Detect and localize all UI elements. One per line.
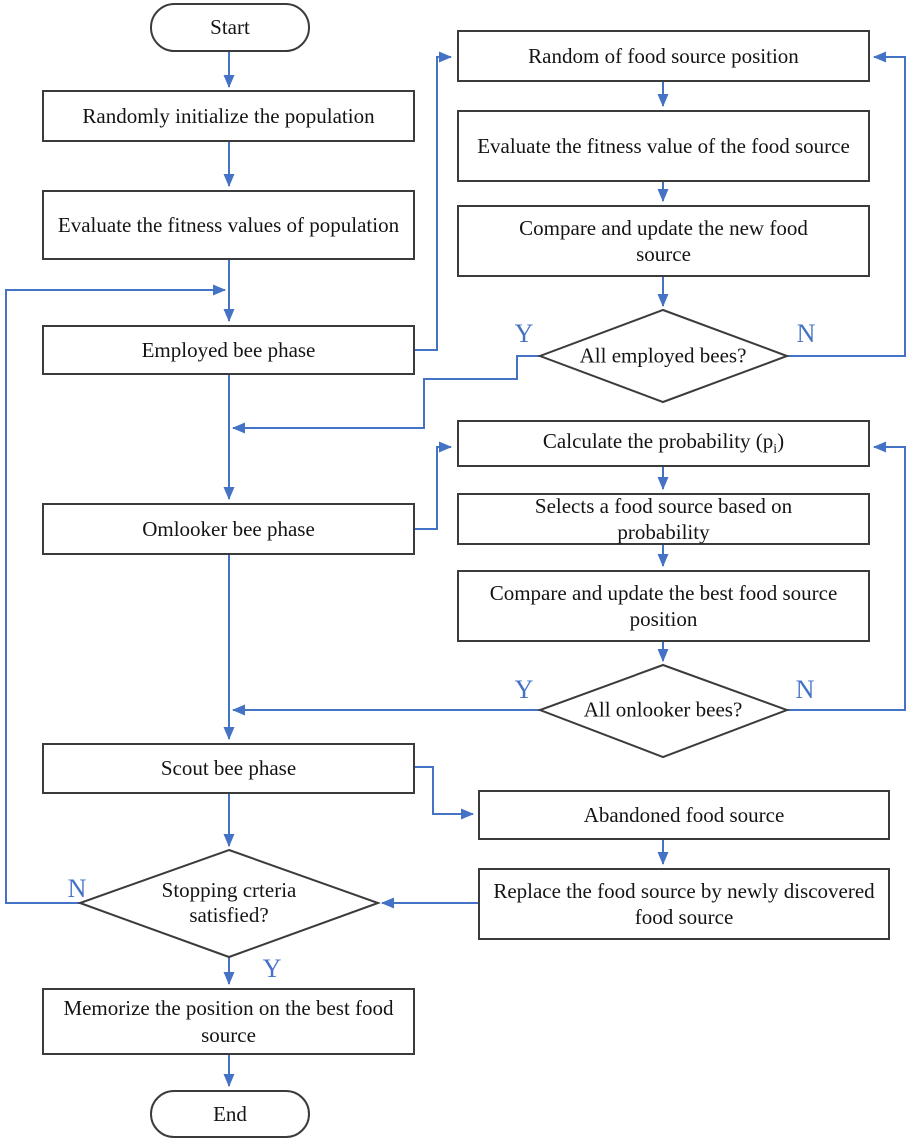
branch-label-employed-no: N <box>796 319 816 348</box>
process-compare-update-new-food-label: Compare and update the new food source <box>519 215 808 266</box>
process-evaluate-population-fitness: Evaluate the fitness values of populatio… <box>42 190 415 260</box>
process-evaluate-food-fitness-label: Evaluate the fitness value of the food s… <box>477 133 850 158</box>
branch-label-onlooker-no: N <box>795 675 815 704</box>
decision-all-onlooker-bees-shape <box>537 663 790 759</box>
process-evaluate-food-fitness: Evaluate the fitness value of the food s… <box>457 110 870 182</box>
branch-label-stopping-no: N <box>67 874 87 903</box>
decision-stopping-criteria-shape <box>77 848 381 959</box>
process-replace-food-source-label: Replace the food source by newly discove… <box>493 878 875 929</box>
process-compare-update-new-food: Compare and update the new food source <box>457 205 870 277</box>
terminator-start-label: Start <box>210 15 250 40</box>
process-employed-bee-phase: Employed bee phase <box>42 325 415 375</box>
decision-all-employed-bees: All employed bees? <box>538 343 788 368</box>
connector-allemployed-yes-merge <box>232 355 540 434</box>
decision-all-employed-bees-label: All employed bees? <box>579 343 747 368</box>
process-evaluate-population-fitness-label: Evaluate the fitness values of populatio… <box>57 212 400 237</box>
process-calculate-probability-label: Calculate the probability (pi) <box>542 429 785 457</box>
process-memorize-best-position-label: Memorize the position on the best food s… <box>63 996 394 1047</box>
process-onlooker-bee-phase: Omlooker bee phase <box>42 503 415 555</box>
process-select-food-source-label: Selects a food source based on probabili… <box>534 493 793 544</box>
process-employed-bee-phase-label: Employed bee phase <box>141 337 316 362</box>
decision-all-onlooker-bees: All onlooker bees? <box>538 697 788 722</box>
process-calculate-probability: Calculate the probability (pi) <box>457 420 870 467</box>
branch-label-stopping-yes: Y <box>262 954 282 983</box>
terminator-end: End <box>150 1090 310 1138</box>
process-memorize-best-position: Memorize the position on the best food s… <box>42 988 415 1055</box>
terminator-start: Start <box>150 3 310 52</box>
process-abandoned-food-source-label: Abandoned food source <box>583 802 785 827</box>
connector-allemployed-no-loop <box>787 51 906 357</box>
connector-allonlooker-no-loop <box>787 441 906 711</box>
terminator-end-label: End <box>213 1101 247 1126</box>
decision-all-onlooker-bees-label: All onlooker bees? <box>583 697 743 722</box>
probability-subscript: i <box>773 441 778 457</box>
process-randomly-initialize: Randomly initialize the population <box>42 90 415 142</box>
process-compare-update-best-food: Compare and update the best food source … <box>457 570 870 642</box>
process-random-food-source-position: Random of food source position <box>457 30 870 82</box>
connector-employed-to-randomfood <box>415 51 452 351</box>
branch-label-employed-yes: Y <box>514 319 534 348</box>
connector-onlooker-to-calcprob <box>415 441 452 530</box>
process-random-food-source-position-label: Random of food source position <box>528 43 799 68</box>
process-onlooker-bee-phase-label: Omlooker bee phase <box>142 516 315 541</box>
process-randomly-initialize-label: Randomly initialize the population <box>82 103 375 128</box>
decision-stopping-criteria-label: Stopping crteria satisfied? <box>161 877 297 927</box>
process-compare-update-best-food-label: Compare and update the best food source … <box>489 580 838 631</box>
decision-stopping-criteria: Stopping crteria satisfied? <box>134 878 324 928</box>
process-scout-bee-phase: Scout bee phase <box>42 743 415 794</box>
process-abandoned-food-source: Abandoned food source <box>478 790 890 840</box>
connector-stopping-no-loop <box>5 284 226 904</box>
process-scout-bee-phase-label: Scout bee phase <box>160 756 297 781</box>
decision-all-employed-bees-shape <box>537 308 790 404</box>
process-select-food-source: Selects a food source based on probabili… <box>457 493 870 545</box>
connector-scout-to-abandoned <box>415 766 474 820</box>
process-replace-food-source: Replace the food source by newly discove… <box>478 868 890 940</box>
branch-label-onlooker-yes: Y <box>514 675 534 704</box>
